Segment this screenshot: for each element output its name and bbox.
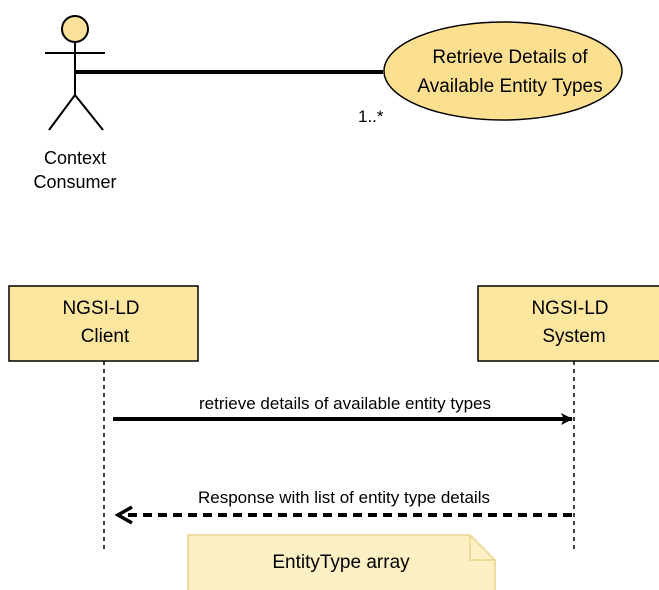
participant-client-line-2: Client <box>81 326 130 347</box>
message-response: Response with list of entity type detail… <box>114 488 572 525</box>
actor-name-line-1: Context <box>44 148 106 168</box>
use-case-label-line-1: Retrieve Details of <box>432 47 588 68</box>
actor-context-consumer: Context Consumer <box>33 15 117 192</box>
note-corner-fold <box>469 535 495 561</box>
message-request: retrieve details of available entity typ… <box>113 394 573 425</box>
participant-ngsi-ld-client: NGSI-LD Client <box>8 285 199 362</box>
note-entitytype-array: EntityType array <box>187 534 496 590</box>
participant-box-system <box>477 285 659 362</box>
participant-client-line-1: NGSI-LD <box>62 298 139 319</box>
participant-system-line-1: NGSI-LD <box>531 298 608 319</box>
actor-left-leg <box>48 94 76 131</box>
use-case-label-line-2: Available Entity Types <box>417 76 602 97</box>
message-response-label: Response with list of entity type detail… <box>198 488 490 507</box>
participant-system-line-2: System <box>542 326 605 347</box>
participant-ngsi-ld-system: NGSI-LD System <box>477 285 659 362</box>
multiplicity-label: 1..* <box>358 107 384 126</box>
message-response-arrowhead <box>114 505 133 525</box>
actor-right-leg <box>74 94 104 131</box>
participant-box-client <box>8 285 199 362</box>
actor-name-line-2: Consumer <box>33 172 116 192</box>
use-case-retrieve-entity-types: Retrieve Details of Available Entity Typ… <box>383 21 623 121</box>
note-shape <box>187 534 496 590</box>
actor-head <box>61 15 89 43</box>
note-label: EntityType array <box>272 552 410 573</box>
message-request-label: retrieve details of available entity typ… <box>199 394 491 413</box>
use-case-ellipse <box>383 21 623 121</box>
